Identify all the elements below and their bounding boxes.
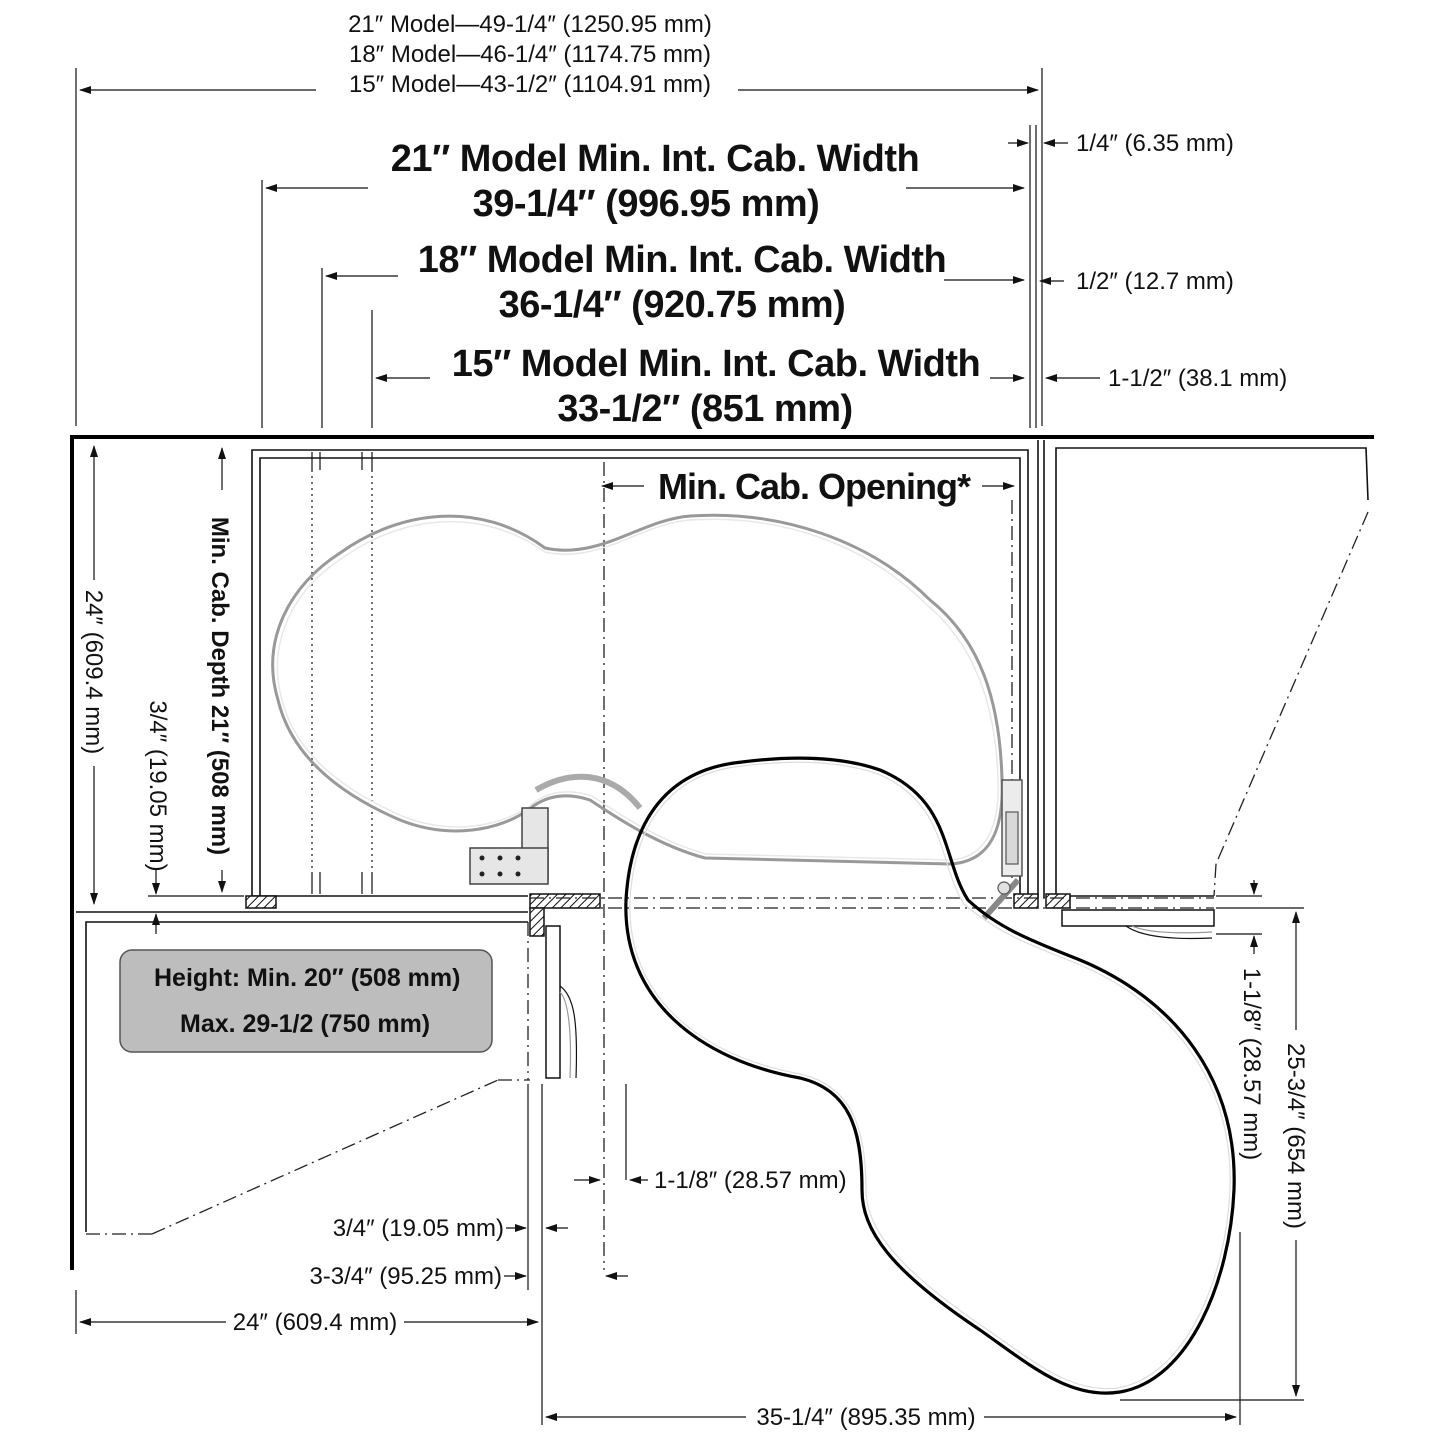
height-max-label: Max. 29-1/2 (750 mm) [180, 1010, 430, 1038]
left-depth-label: 24″ (609.4 mm) [80, 590, 107, 755]
right-width-label: 35-1/4″ (895.35 mm) [756, 1404, 975, 1431]
right-gap-label: 1-1/8″ (28.57 mm) [1238, 968, 1265, 1161]
offset-one-half-label: 1-1/2″ (38.1 mm) [1108, 365, 1287, 392]
right-offset-dimensions: 1/4″ (6.35 mm) 1/2″ (12.7 mm) 1-1/2″ (38… [1008, 125, 1287, 428]
min-cab-depth-dimension: Min. Cab. Depth 21″ (508 mm) [206, 447, 233, 893]
left-width-label: 24″ (609.4 mm) [233, 1309, 398, 1336]
cab-width-15-value: 33-1/2″ (851 mm) [557, 388, 852, 430]
cab-width-21-title: 21″ Model Min. Int. Cab. Width [391, 138, 920, 180]
min-cab-width-18: 18″ Model Min. Int. Cab. Width 36-1/4″ (… [321, 239, 1025, 428]
upper-kidney-shelf [271, 513, 1004, 866]
face-frame-left-dimension: 3/4″ (19.05 mm) [144, 700, 244, 934]
min-cab-width-15: 15″ Model Min. Int. Cab. Width 33-1/2″ (… [371, 310, 1025, 430]
left-depth-dimension: 24″ (609.4 mm) [80, 445, 107, 905]
cab-width-18-value: 36-1/4″ (920.75 mm) [499, 284, 846, 326]
right-depth-label: 25-3/4″ (654 mm) [1282, 1043, 1309, 1229]
cab-width-18-title: 18″ Model Min. Int. Cab. Width [418, 239, 947, 281]
offset-half-label: 1/2″ (12.7 mm) [1076, 268, 1234, 295]
face-frame-left-label: 3/4″ (19.05 mm) [144, 700, 171, 871]
top-overall-dimension: 21″ Model—49-1/4″ (1250.95 mm) 18″ Model… [75, 11, 1043, 426]
overall-width-15-label: 15″ Model—43-1/2″ (1104.91 mm) [349, 71, 711, 98]
height-box-background [119, 949, 493, 1053]
right-dimensions: 1-1/8″ (28.57 mm) 25-3/4″ (654 mm) [1120, 880, 1309, 1401]
offset-quarter-label: 1/4″ (6.35 mm) [1076, 130, 1234, 157]
construction-lines [86, 462, 1369, 1270]
lower-kidney-shelf [624, 756, 1236, 1395]
overall-width-18-label: 18″ Model—46-1/4″ (1174.75 mm) [349, 41, 711, 68]
cabinet-walls [70, 435, 1374, 1270]
face-frame-bottom-label: 3/4″ (19.05 mm) [333, 1215, 504, 1242]
min-cab-width-21: 21″ Model Min. Int. Cab. Width 39-1/4″ (… [261, 138, 1025, 428]
min-cab-opening-dimension: Min. Cab. Opening* [601, 466, 1015, 507]
center-gap-label: 1-1/8″ (28.57 mm) [654, 1167, 847, 1194]
min-cab-depth-label: Min. Cab. Depth 21″ (508 mm) [206, 517, 233, 855]
shelf-mount-bracket [469, 773, 1023, 920]
cab-width-15-title: 15″ Model Min. Int. Cab. Width [452, 343, 981, 385]
bottom-dimensions: 1-1/8″ (28.57 mm) 3/4″ (19.05 mm) 3-3/4″… [75, 1084, 1241, 1431]
overall-width-21-label: 21″ Model—49-1/4″ (1250.95 mm) [348, 11, 712, 38]
offset-bottom-label: 3-3/4″ (95.25 mm) [309, 1263, 502, 1290]
cab-width-21-value: 39-1/4″ (996.95 mm) [473, 183, 820, 225]
min-cab-opening-label: Min. Cab. Opening* [658, 466, 971, 507]
height-min-label: Height: Min. 20″ (508 mm) [154, 964, 460, 992]
height-note-box: Height: Min. 20″ (508 mm) Max. 29-1/2 (7… [119, 949, 493, 1053]
